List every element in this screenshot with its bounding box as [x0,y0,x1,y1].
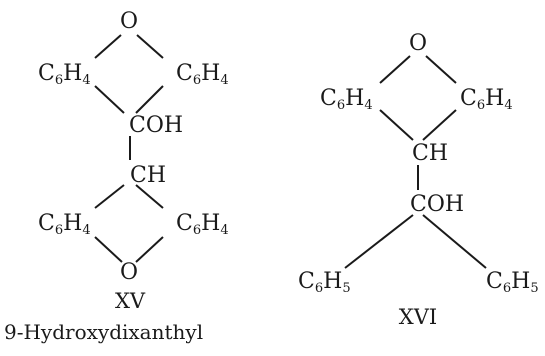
xv-bond-o-right [136,34,164,59]
xv-bond-left-carbinol [94,85,125,114]
xvi-bond-o-left [379,55,411,84]
xv-bond-right-carbinol [135,85,164,114]
xv-label: XV [115,289,146,313]
structure-xvi: O C6H4 C6H4 CH COH C6H5 C6H5 XVI [298,31,539,329]
xvi-methine: CH [412,141,448,166]
xvi-right-ring: C6H4 [460,86,513,113]
xv-caption: 9-Hydroxydixanthyl [4,320,203,344]
xv-bond-methine-left [94,184,125,209]
xvi-left-ring: C6H4 [320,86,373,113]
xvi-bond-right-methine [422,109,457,141]
xv-methine: CH [130,163,166,188]
xvi-bond-left-methine [379,109,414,141]
xv-carbinol: COH [129,113,183,138]
xvi-bond-carbinol-left-phenyl [344,214,414,269]
xv-bottom-oxygen: O [120,260,138,285]
xv-bond-left-o [94,236,123,263]
xv-upper-left-ring: C6H4 [38,61,91,88]
xv-top-oxygen: O [120,9,138,34]
xvi-label: XVI [399,305,437,329]
xv-upper-right-ring: C6H4 [176,61,229,88]
xv-lower-left-ring: C6H4 [38,211,91,238]
xv-lower-right-ring: C6H4 [176,211,229,238]
xvi-right-phenyl: C6H5 [486,269,539,296]
xvi-bond-carbinol-right-phenyl [422,214,487,269]
xvi-carbinol: COH [410,192,464,217]
xv-bond-o-left [94,34,122,59]
xvi-top-oxygen: O [409,31,427,56]
xv-bond-methine-right [135,184,164,209]
xvi-left-phenyl: C6H5 [298,269,351,296]
structure-xv: O C6H4 C6H4 COH CH C6H4 C6H4 O XV 9-Hydr… [4,9,229,344]
xv-bond-right-o [135,236,164,263]
xvi-bond-o-right [425,55,457,84]
